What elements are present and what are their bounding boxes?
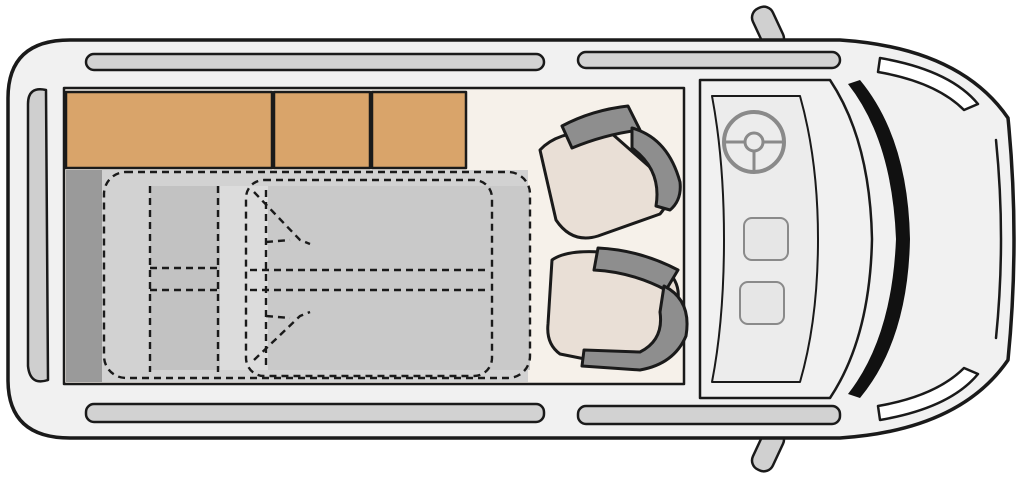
rear-bench-cushion (268, 186, 530, 370)
dash-compartment-1 (743, 217, 789, 261)
rear-window-top (26, 88, 50, 383)
front-light-bottom (876, 366, 980, 422)
rear-bench-panel (150, 186, 220, 370)
steering-wheel-icon (722, 110, 786, 174)
front-seat-passenger (546, 246, 689, 372)
bed-fold-outline (102, 170, 532, 380)
rear-bench-strip (66, 170, 102, 382)
cabinet-1 (64, 90, 274, 170)
dash-compartment-2 (739, 281, 785, 325)
side-window-rear-bottom (84, 402, 546, 424)
windshield (848, 80, 910, 398)
cabinet-2 (272, 90, 372, 170)
side-window-front-top (576, 50, 842, 70)
front-grille (994, 138, 1003, 340)
side-window-front-bottom (576, 404, 842, 426)
side-window-rear-top (84, 52, 546, 72)
front-light-top (876, 56, 980, 112)
front-seat-driver (538, 104, 682, 240)
cabinet-3 (370, 90, 468, 170)
